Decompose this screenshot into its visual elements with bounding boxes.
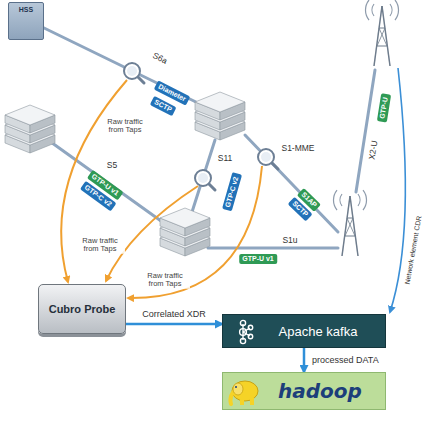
server-icon: HSS [8,2,44,40]
interface-name: S1u [281,235,298,245]
probe-box: Cubro Probe [38,284,126,334]
node-text: Apache kafka [279,324,358,339]
flow-arrow [126,323,222,326]
kafka-logo [232,319,254,345]
cdr-note: Network element CDR [403,215,424,285]
interface-name: X2-U [366,139,379,162]
interface-name: S5 [106,160,118,170]
traffic-note: Raw traffic from Taps [140,272,190,289]
interface-name: S1-MME [280,143,315,153]
traffic-note: Raw traffic from Taps [100,118,150,135]
protocol-tag: GTP-U v1 [239,254,277,264]
elephant-logo [227,377,261,407]
node-text: Cubro Probe [49,303,116,315]
hadoop-box: hadoop [222,372,386,410]
protocol-tag: GTP-C v2 [222,173,242,212]
flow-arrow [303,348,306,372]
node-text: hadoop [278,379,362,403]
protocol-tag: GTP-U [377,93,391,122]
interface-name: S6a [150,50,170,67]
kafka-box: Apache kafka [222,314,386,348]
traffic-note: Raw traffic from Taps [75,237,125,254]
interface-name: S11 [217,153,234,163]
edge-label: processed DATA [310,355,381,366]
node-text: HSS [19,6,33,13]
edge-label: Correlated XDR [140,309,208,320]
